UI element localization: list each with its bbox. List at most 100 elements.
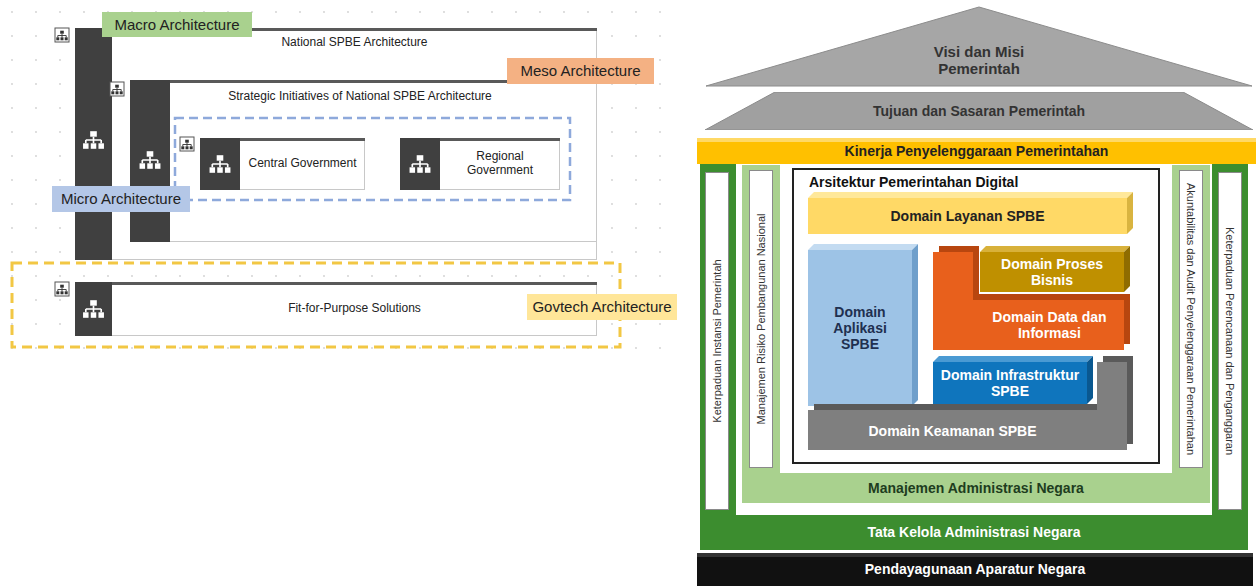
pillar: Keterpaduan Instansi Pemerintah	[705, 172, 729, 510]
node-label: Domain Layanan SPBE	[890, 208, 1044, 224]
hierarchy-icon	[410, 155, 431, 173]
text-area: Central Government	[240, 138, 365, 190]
icon-frame	[110, 82, 124, 96]
box-side-bar	[400, 138, 440, 190]
text-area: Akuntabilitas dan Audit Penyelenggaraan …	[1179, 172, 1203, 466]
base-band: Pendayagunaan Aparatur Negara	[697, 553, 1253, 586]
tag-fill	[102, 12, 252, 37]
text-area: Domain Layanan SPBE	[808, 198, 1127, 234]
icon-group	[55, 28, 69, 296]
band-shape	[705, 92, 1253, 130]
block-front	[933, 362, 1087, 404]
pillar-fill	[1219, 173, 1242, 510]
frame-inner	[736, 164, 1212, 515]
hierarchy-icon	[111, 85, 122, 95]
hierarchy-icon	[83, 131, 104, 149]
management-frame: Manajemen Administrasi Negara Manajemen R…	[742, 165, 1210, 503]
tier-tag: Meso Architecture	[507, 58, 654, 84]
box-fill	[401, 139, 560, 190]
block-top	[808, 244, 918, 250]
text-area: Domain Proses Bisnis	[994, 252, 1110, 292]
hierarchy-icon	[83, 300, 104, 318]
tier-tag: Govtech Architecture	[527, 294, 677, 320]
block-side	[912, 244, 918, 406]
text-area: Fit-for-Purpose Solutions	[112, 282, 597, 336]
text-area: Manajemen Risiko Pembangunan Nasional	[749, 172, 773, 466]
node-label: Kinerja Penyelenggaraan Pemerintahan	[845, 143, 1109, 159]
box-top-rule	[75, 28, 597, 31]
frame-fill	[700, 164, 1248, 550]
band-highlight	[697, 553, 1253, 557]
architecture-box: Fit-for-Purpose Solutions	[75, 282, 597, 336]
node-label: Meso Architecture	[520, 62, 640, 79]
block-side	[1124, 246, 1130, 292]
icon-frame	[180, 137, 194, 151]
node-label: Domain Data dan Informasi	[980, 309, 1119, 341]
text-area: Visi dan Misi Pemerintah	[909, 36, 1049, 84]
icon-frame	[55, 282, 69, 296]
pillar: Manajemen Risiko Pembangunan Nasional	[749, 170, 773, 468]
node-label: Micro Architecture	[61, 190, 181, 207]
text-area: Manajemen Administrasi Negara	[742, 473, 1210, 503]
node-label: Keterpaduan Instansi Pemerintah	[711, 259, 724, 422]
node-label: Manajemen Risiko Pembangunan Nasional	[755, 214, 768, 425]
text-area: Strategic Initiatives of National SPBE A…	[170, 86, 550, 108]
node-label: Macro Architecture	[114, 16, 239, 33]
node-label: Visi dan Misi Pemerintah	[912, 43, 1046, 78]
node-label: Manajemen Administrasi Negara	[868, 480, 1084, 496]
band-fill	[697, 138, 1256, 164]
block-top	[933, 356, 1093, 362]
domain-block: Domain Layanan SPBE	[808, 192, 1133, 234]
box-side-bar	[200, 138, 240, 190]
text-area: Keterpaduan Perencanaan dan Penganggaran	[1218, 174, 1242, 508]
text-area: Domain Aplikasi SPBE	[818, 250, 902, 406]
box-top-rule	[75, 282, 597, 285]
box-side-bar	[75, 28, 112, 260]
block-side	[1127, 192, 1133, 234]
node-label: Pendayagunaan Aparatur Negara	[865, 561, 1085, 577]
tier-tag: Micro Architecture	[52, 186, 190, 212]
block-front	[980, 252, 1124, 292]
pillar: Akuntabilitas dan Audit Penyelenggaraan …	[1179, 170, 1203, 468]
text-area: Micro Architecture	[52, 186, 190, 212]
node-label: Arsitektur Pemerintahan Digital	[809, 174, 1018, 190]
node-label: Regional Government	[443, 150, 557, 178]
performance-band: Kinerja Penyelenggaraan Pemerintahan	[697, 138, 1256, 164]
panel-fill	[793, 169, 1159, 463]
box-side-bar	[75, 282, 112, 336]
roof-shape	[706, 7, 1252, 86]
hierarchy-icon	[210, 155, 231, 173]
domain-block: Domain Aplikasi SPBE	[808, 244, 918, 406]
text-area: Domain Infrastruktur SPBE	[933, 362, 1087, 404]
roof-triangle: Visi dan Misi Pemerintah	[705, 6, 1253, 90]
text-area: Macro Architecture	[102, 12, 252, 37]
pillar-fill	[750, 171, 773, 468]
text-area: Regional Government	[440, 138, 560, 190]
node-label: Akuntabilitas dan Audit Penyelenggaraan …	[1185, 183, 1198, 455]
text-area: Govtech Architecture	[527, 294, 677, 320]
frame-fill	[742, 165, 1210, 503]
dot-grid	[0, 0, 680, 360]
block-top	[980, 246, 1130, 252]
tag-fill	[507, 58, 654, 84]
frame-inner	[780, 165, 1172, 473]
node-label: Domain Keamanan SPBE	[868, 423, 1036, 439]
pillar-fill	[706, 173, 729, 510]
hierarchy-icon	[140, 151, 161, 169]
block-front	[808, 250, 912, 406]
roof-band: Tujuan dan Sasaran Pemerintah	[705, 92, 1253, 130]
governance-frame: Tata Kelola Administrasi NegaraKeterpadu…	[700, 164, 1248, 550]
text-area: Pendayagunaan Aparatur Negara	[697, 553, 1253, 586]
block-front	[808, 362, 1127, 450]
government-box: Regional Government	[400, 138, 560, 190]
hierarchy-icon	[181, 140, 192, 150]
domain-block: Domain Infrastruktur SPBE	[933, 356, 1093, 404]
node-label: Central Government	[248, 157, 356, 171]
text-area: Domain Data dan Informasi	[977, 302, 1122, 348]
block-side	[1087, 356, 1093, 404]
domain-block: Domain Proses Bisnis	[980, 246, 1130, 292]
block-front	[933, 252, 1124, 350]
government-box: Central Government	[200, 138, 365, 190]
text-area: Domain Keamanan SPBE	[808, 412, 1097, 450]
band-fill	[697, 553, 1253, 586]
